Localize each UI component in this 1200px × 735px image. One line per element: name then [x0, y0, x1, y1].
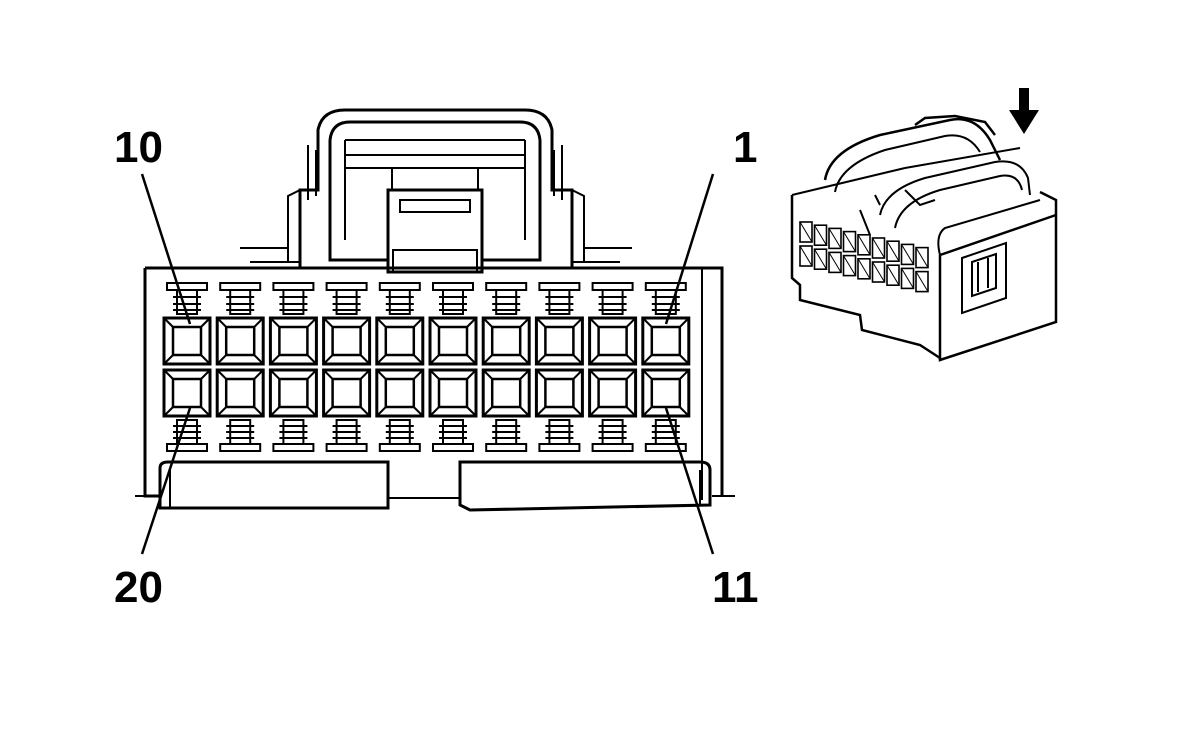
cavity: [428, 368, 478, 418]
terminal-lock: [644, 282, 687, 315]
pin-label-1: 1: [733, 123, 757, 172]
iso-cavity: [842, 230, 857, 253]
iso-cavity: [813, 224, 828, 246]
leader-pin-10: [140, 173, 192, 325]
iso-cavity: [900, 267, 915, 290]
iso-cavity: [857, 257, 871, 280]
iso-cavity: [915, 270, 929, 293]
cavity: [588, 368, 638, 418]
terminal-lock: [644, 419, 687, 452]
pin-label-10: 10: [114, 123, 163, 172]
terminal-lock: [325, 282, 368, 315]
cavity-grid: [162, 282, 691, 452]
cavity: [375, 368, 425, 418]
iso-cavity: [886, 240, 900, 262]
iso-cavity: [857, 234, 871, 256]
isometric-cavity-grid: [799, 221, 929, 293]
iso-cavity: [799, 245, 813, 267]
cavity: [215, 316, 265, 366]
cavity: [322, 316, 372, 366]
cavity: [162, 368, 212, 418]
terminal-lock: [166, 419, 208, 452]
pin-label-20: 20: [114, 563, 163, 612]
iso-cavity: [886, 264, 900, 287]
terminal-lock: [538, 419, 581, 452]
terminal-lock: [272, 282, 315, 315]
leader-pin-11: [664, 407, 715, 555]
cavity: [268, 316, 318, 366]
cavity: [162, 316, 212, 366]
cavity: [588, 316, 638, 366]
terminal-lock: [591, 282, 634, 315]
iso-cavity: [828, 251, 842, 274]
terminal-lock: [219, 419, 262, 452]
cavity: [268, 368, 318, 418]
iso-cavity: [871, 237, 886, 259]
pin-label-11: 11: [712, 563, 759, 612]
cavity: [322, 368, 372, 418]
terminal-lock: [219, 282, 262, 315]
cavity: [641, 316, 691, 366]
connector-front-view: 10 1 20 11: [114, 108, 759, 612]
cavity: [375, 316, 425, 366]
cavity: [481, 316, 531, 366]
terminal-lock: [591, 419, 634, 452]
terminal-lock: [325, 419, 368, 452]
down-arrow-icon: [1009, 88, 1039, 134]
terminal-lock: [378, 282, 421, 315]
iso-cavity: [813, 248, 828, 270]
terminal-lock: [272, 419, 315, 452]
cavity: [481, 368, 531, 418]
cavity: [641, 368, 691, 418]
iso-cavity: [900, 243, 915, 266]
terminal-lock: [485, 282, 528, 315]
locking-latch: [240, 108, 632, 274]
pin-leader-lines: [140, 173, 715, 555]
terminal-lock: [432, 282, 474, 315]
cavity: [534, 316, 584, 366]
iso-cavity: [842, 254, 857, 277]
terminal-lock: [432, 419, 474, 452]
iso-cavity: [915, 246, 929, 269]
keying-tabs: [158, 460, 712, 512]
leader-pin-1: [664, 173, 715, 325]
iso-cavity: [799, 221, 813, 243]
connector-isometric-view: [790, 88, 1058, 362]
iso-cavity: [871, 261, 886, 283]
iso-cavity: [828, 227, 842, 250]
leader-pin-20: [140, 407, 192, 555]
cavity: [215, 368, 265, 418]
terminal-lock: [485, 419, 528, 452]
terminal-lock: [538, 282, 581, 315]
cavity: [534, 368, 584, 418]
terminal-lock: [378, 419, 421, 452]
cavity: [428, 316, 478, 366]
terminal-lock: [166, 282, 208, 315]
